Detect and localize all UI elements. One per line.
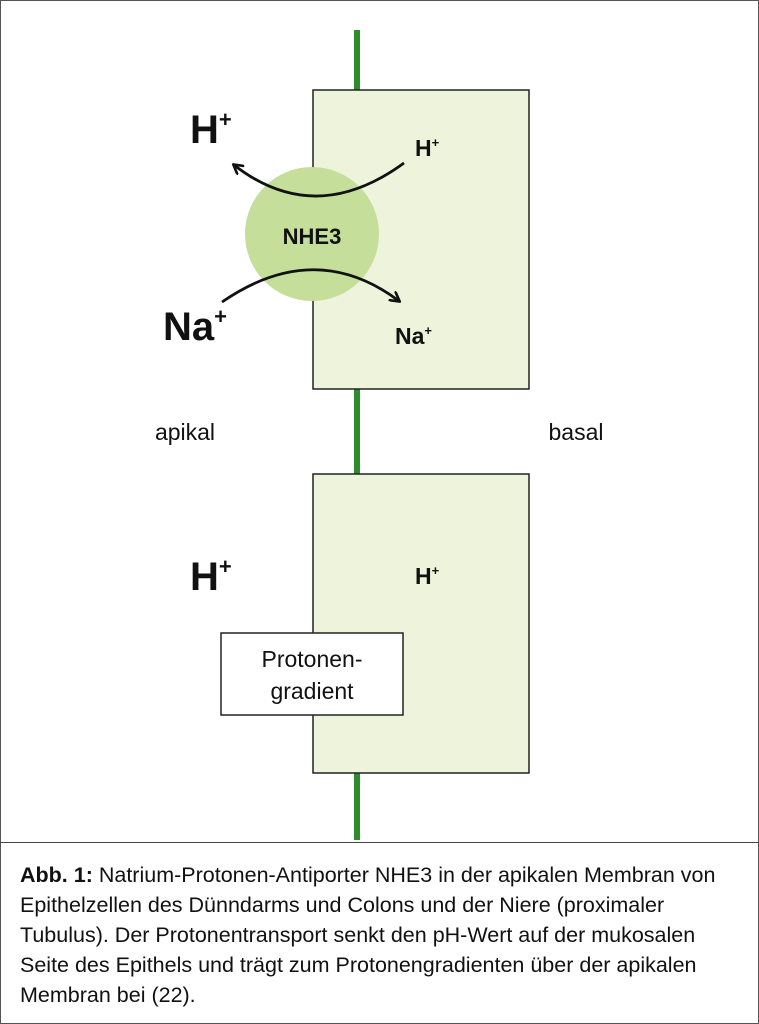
- apical-sodium-label: Na+: [163, 304, 227, 349]
- figure-caption: Abb. 1: Natrium-Protonen-Antiporter NHE3…: [20, 860, 740, 1010]
- proton-efflux-arrow: [234, 161, 405, 198]
- cytosolic-proton-gradient-label: H+: [415, 563, 440, 589]
- apical-proton-gradient-label: H+: [190, 554, 232, 599]
- caption-divider: [0, 842, 759, 843]
- cytosolic-proton-label: H+: [415, 135, 440, 161]
- cytosolic-sodium-label: Na+: [395, 323, 432, 349]
- apical-side-label: apikal: [155, 419, 215, 445]
- nhe3-diagram: NHE3 H+ Na+ H+ Na+ apikal basal H+ H+ Pr…: [155, 30, 604, 840]
- proton-gradient-line2: gradient: [270, 678, 354, 704]
- sodium-influx-arrow: [221, 268, 399, 304]
- apical-proton-label: H+: [190, 107, 232, 152]
- nhe3-protein-circle: [245, 167, 379, 301]
- nhe3-label: NHE3: [283, 224, 342, 249]
- basal-side-label: basal: [549, 419, 604, 445]
- proton-gradient-box: [220, 632, 404, 716]
- caption-text: Natrium-Protonen-Antiporter NHE3 in der …: [20, 863, 716, 1007]
- bottom-cell-box: [312, 473, 530, 774]
- proton-gradient-line1: Protonen-: [261, 646, 362, 672]
- caption-label: Abb. 1:: [20, 863, 93, 887]
